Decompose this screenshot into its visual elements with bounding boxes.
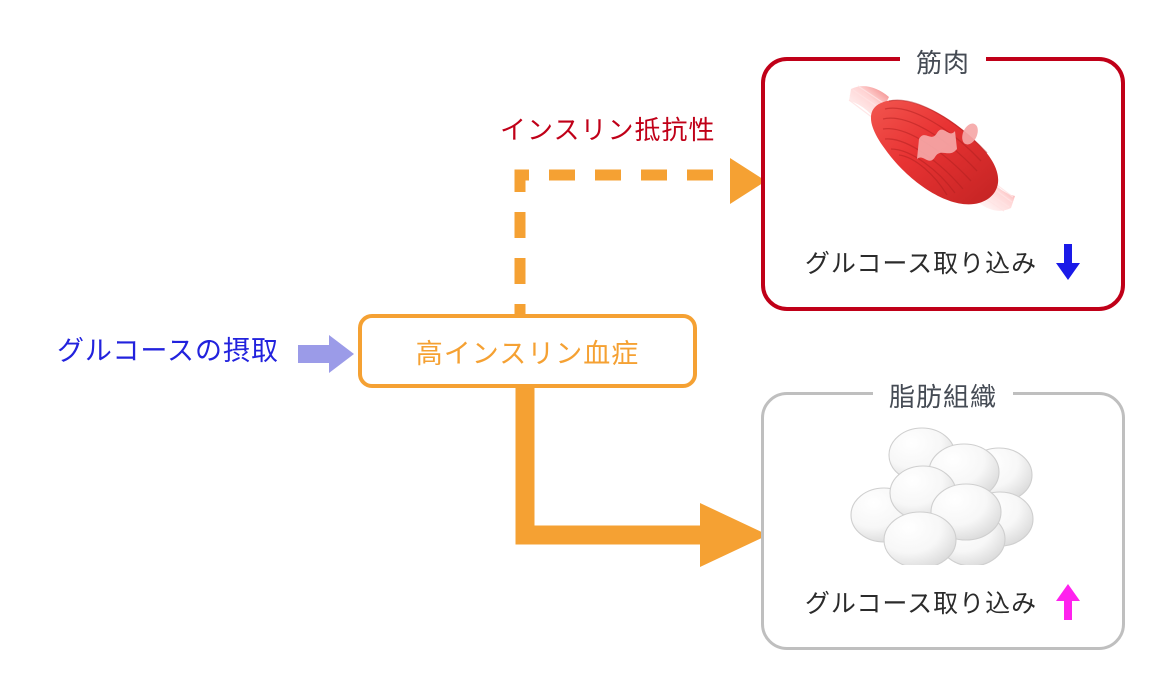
muscle-panel-title-text: 筋肉 [899, 43, 986, 80]
muscle-panel-title: 筋肉 [765, 43, 1121, 80]
muscle-uptake-row: グルコース取り込み [765, 243, 1121, 281]
arrow-down-icon [1056, 244, 1081, 280]
hyperinsulinemia-label: 高インスリン血症 [415, 338, 640, 369]
block-arrow-right-icon [298, 335, 354, 373]
muscle-uptake-label: グルコース取り込み [804, 250, 1038, 278]
adipose-panel-title-text: 脂肪組織 [872, 377, 1013, 414]
arrow-up-icon [1056, 584, 1081, 620]
adipose-uptake-label: グルコース取り込み [804, 590, 1038, 618]
insulin-resistance-label: インスリン抵抗性 [500, 115, 716, 145]
hyperinsulinemia-node[interactable]: 高インスリン血症 [358, 314, 697, 388]
adipose-panel-title: 脂肪組織 [764, 377, 1122, 414]
skeletal-muscle-icon [848, 85, 1015, 212]
glucose-intake-label: グルコースの摂取 [56, 336, 280, 366]
adipocyte-cluster-icon [850, 427, 1034, 565]
adipose-uptake-row: グルコース取り込み [764, 583, 1122, 621]
